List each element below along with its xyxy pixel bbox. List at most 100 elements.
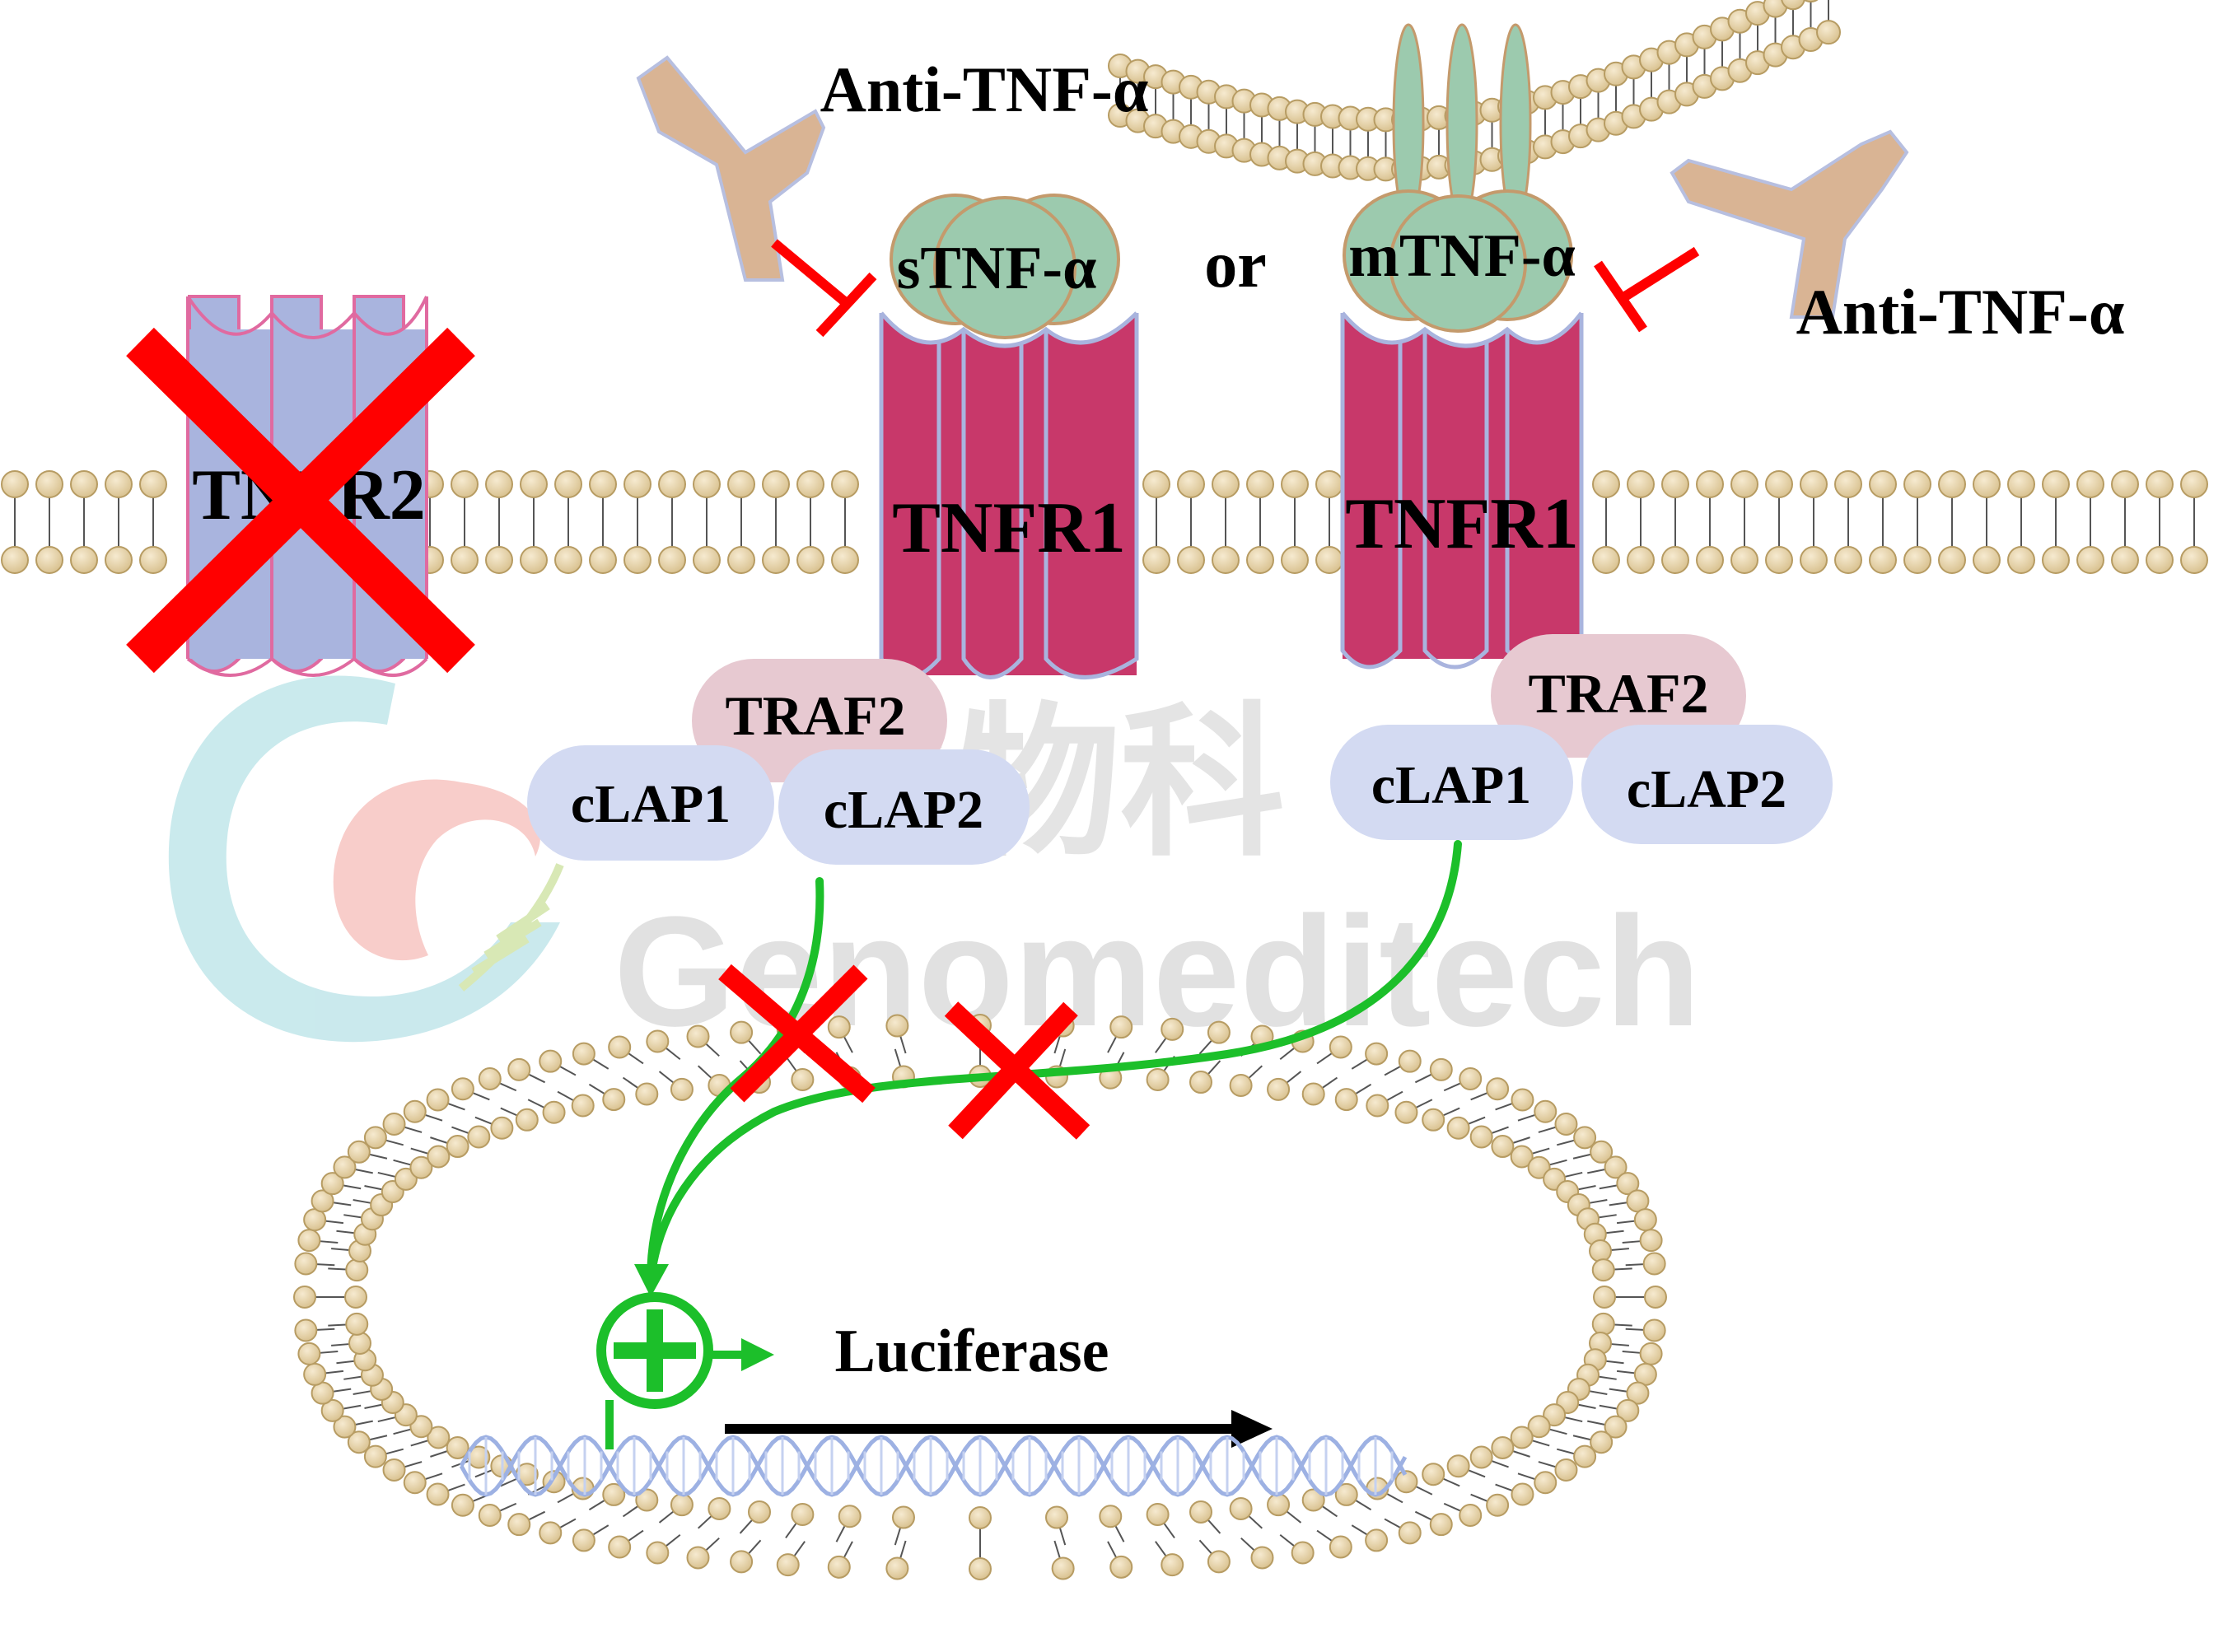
- lipid-molecule: [658, 1493, 694, 1524]
- lipid-molecule: [730, 1539, 762, 1574]
- lipid-molecule: [1334, 1083, 1372, 1112]
- lipid-molecule: [1146, 1503, 1175, 1539]
- lipid-molecule: [478, 1502, 517, 1527]
- label-or: or: [1204, 229, 1267, 301]
- label-traf2-left: TRAF2: [725, 684, 905, 747]
- watermark-logo-helix: [458, 863, 564, 992]
- lipid-molecule: [1495, 1482, 1534, 1506]
- lipid-molecule: [1443, 1502, 1483, 1527]
- lipid-molecule: [478, 1067, 517, 1092]
- lipid-molecule: [1051, 1540, 1075, 1580]
- lipid-molecule: [785, 1503, 815, 1539]
- lipid-molecule: [1627, 470, 1655, 522]
- lipid-molecule: [410, 1426, 451, 1449]
- lipid-molecule: [1469, 1445, 1509, 1469]
- lipid-molecule: [831, 470, 859, 522]
- inhibition-right: [1594, 246, 1700, 333]
- lipid-molecule: [410, 1145, 451, 1169]
- label-clap2-left: cLAP2: [824, 780, 983, 840]
- label-traf2-right: TRAF2: [1528, 662, 1708, 725]
- lipid-molecule: [727, 470, 755, 522]
- lipid-molecule: [393, 1155, 433, 1179]
- lipid-molecule: [1246, 470, 1274, 522]
- clap2-left: [778, 749, 1030, 865]
- path-block-x-right: [944, 1001, 1090, 1140]
- lipid-molecule: [1627, 522, 1655, 574]
- lipid-molecule: [762, 470, 790, 522]
- clap1-right: [1330, 725, 1573, 840]
- lipid-molecule: [1527, 1415, 1567, 1439]
- lipid-molecule: [1155, 1541, 1184, 1577]
- lipid-molecule: [1592, 522, 1620, 574]
- lipid-molecule: [320, 1172, 362, 1196]
- lipid-molecule: [1622, 1342, 1663, 1365]
- lipid-molecule: [1246, 522, 1274, 574]
- lipid-molecule: [139, 522, 167, 574]
- lipid-molecule: [297, 1342, 339, 1365]
- lipid-molecule: [1301, 1076, 1338, 1106]
- lipid-molecule: [622, 1076, 659, 1106]
- lipid-molecule: [1491, 1435, 1530, 1459]
- lipid-molecule: [1212, 470, 1240, 522]
- lipid-molecule: [363, 1444, 404, 1468]
- lipid-molecule: [796, 522, 824, 574]
- lipid-molecule: [2146, 522, 2174, 574]
- lipid-molecule: [686, 1024, 720, 1057]
- lipid-molecule: [1301, 1488, 1338, 1518]
- clap2-right: [1581, 725, 1833, 844]
- lipid-molecule: [835, 1505, 862, 1542]
- lipid-molecule: [1351, 1042, 1389, 1070]
- lipid-molecule: [294, 1318, 335, 1342]
- lipid-molecule: [382, 1458, 423, 1482]
- lipid-molecule: [1470, 1077, 1510, 1101]
- lipid-molecule: [1142, 522, 1170, 574]
- lipid-molecule: [520, 470, 548, 522]
- lipid-molecule: [588, 1083, 626, 1112]
- lipid-molecule: [1557, 1444, 1597, 1468]
- lipid-molecule: [1316, 1529, 1352, 1559]
- antibody-left: [636, 55, 826, 282]
- lipid-molecule: [1661, 470, 1689, 522]
- lipid-molecule: [520, 522, 548, 574]
- lipid-molecule: [1625, 1252, 1666, 1276]
- lipid-molecule: [1198, 1020, 1231, 1055]
- lipid-molecule: [658, 1071, 694, 1101]
- lipid-molecule: [500, 1107, 539, 1132]
- lipid-molecule: [2180, 470, 2208, 522]
- lipid-molecule: [1973, 522, 2001, 574]
- lipid-molecule: [1198, 1539, 1231, 1574]
- mtnf-alpha-trimer: [1343, 189, 1573, 333]
- transcription-arrow: [725, 1410, 1273, 1448]
- lipid-molecule: [776, 1541, 806, 1577]
- lipid-molecule: [382, 1113, 423, 1136]
- lipid-molecule: [507, 1510, 546, 1537]
- lipid-molecule: [1599, 1172, 1640, 1196]
- stnf-alpha-trimer: [890, 194, 1120, 339]
- lipid-molecule: [1903, 522, 1931, 574]
- lipid-molecule: [403, 1099, 443, 1123]
- lipid-molecule: [1696, 522, 1724, 574]
- lipid-molecule: [785, 1055, 815, 1091]
- lipid-molecule: [35, 470, 63, 522]
- lipid-molecule: [430, 1435, 469, 1459]
- lipid-molecule: [1, 522, 29, 574]
- label-anti-tnf-right: Anti-TNF-α: [1796, 276, 2125, 348]
- lipid-molecule: [1422, 1107, 1460, 1132]
- lipid-molecule: [393, 1415, 433, 1439]
- lipid-molecule: [1592, 470, 1620, 522]
- lipid-molecule: [311, 1189, 352, 1213]
- lipid-molecule: [1730, 470, 1758, 522]
- watermark-english: Genomeditech: [614, 884, 1701, 1059]
- lipid-molecule: [1625, 1318, 1666, 1342]
- lipid-molecule: [1384, 1518, 1422, 1545]
- lipid-molecule: [1045, 1505, 1069, 1546]
- lipid-molecule: [1491, 1135, 1530, 1159]
- lipid-molecule: [1443, 1067, 1483, 1092]
- lipid-molecule: [2042, 470, 2070, 522]
- lipid-molecule: [557, 1090, 595, 1118]
- dna-strand-b: [459, 1435, 1408, 1497]
- lipid-molecule: [608, 1035, 644, 1065]
- lipid-molecule: [333, 1155, 373, 1179]
- lipid-molecule: [1316, 1035, 1352, 1065]
